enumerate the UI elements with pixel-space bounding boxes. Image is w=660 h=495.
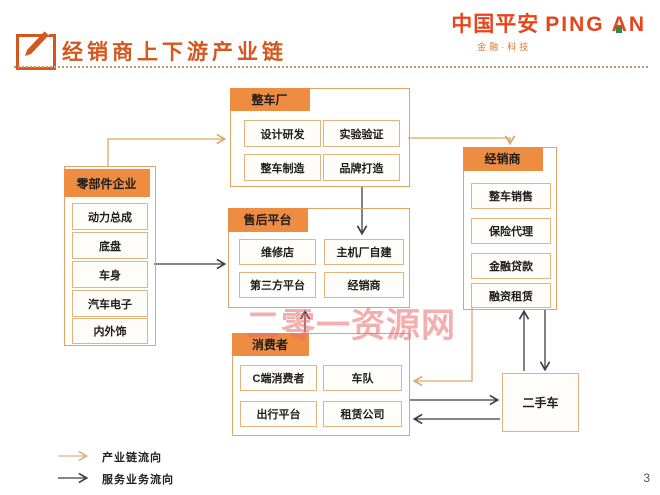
group-consumer: 消费者 C端消费者 车队 出行平台 租赁公司 xyxy=(231,332,410,436)
group-consumer-tab: 消费者 xyxy=(231,332,309,356)
item-parts-body: 车身 xyxy=(72,261,148,288)
item-oem-design: 设计研发 xyxy=(244,120,321,147)
flow-oem-to-dealer xyxy=(408,135,516,146)
group-aftersales-tab: 售后平台 xyxy=(227,207,308,232)
item-dealer-sales: 整车销售 xyxy=(471,183,551,209)
item-consumer-rental: 租赁公司 xyxy=(323,401,402,427)
header-divider xyxy=(14,66,648,68)
logo-green-accent xyxy=(616,27,622,33)
flow-parts-to-oem xyxy=(107,133,227,166)
group-aftersales: 售后平台 维修店 主机厂自建 第三方平台 经销商 xyxy=(227,207,410,308)
group-dealer-tab: 经销商 xyxy=(462,146,543,171)
logo-en-text: PING AN xyxy=(545,13,646,36)
used-car-box: 二手车 xyxy=(502,373,579,432)
item-dealer-leasing: 融资租赁 xyxy=(471,283,551,308)
item-aftersales-oembuilt: 主机厂自建 xyxy=(324,239,404,265)
item-oem-manufacture: 整车制造 xyxy=(244,154,321,181)
pencil-icon xyxy=(16,30,56,70)
legend-industry-label: 产业链流向 xyxy=(102,452,162,464)
pencil-icon-glyph xyxy=(25,30,50,56)
item-aftersales-thirdparty: 第三方平台 xyxy=(239,272,316,298)
group-parts: 零部件企业 动力总成 底盘 车身 汽车电子 内外饰 xyxy=(63,166,156,346)
group-oem-tab: 整车厂 xyxy=(229,87,310,111)
item-dealer-loan: 金融贷款 xyxy=(471,253,551,279)
item-oem-test: 实验验证 xyxy=(323,120,400,147)
item-aftersales-dealer: 经销商 xyxy=(324,272,404,298)
logo-subtitle: 金融·科技 xyxy=(477,42,532,52)
watermark: 二零一资源网 xyxy=(246,307,456,345)
item-parts-interior: 内外饰 xyxy=(72,318,148,344)
item-parts-powertrain: 动力总成 xyxy=(72,203,148,230)
item-parts-chassis: 底盘 xyxy=(72,232,148,259)
page-title: 经销商上下游产业链 xyxy=(62,41,287,64)
item-oem-brand: 品牌打造 xyxy=(323,154,400,181)
group-dealer: 经销商 整车销售 保险代理 金融贷款 融资租赁 xyxy=(462,146,557,310)
item-consumer-mobility: 出行平台 xyxy=(240,401,317,427)
page-number: 3 xyxy=(643,471,650,485)
logo-cn-text: 中国平安 xyxy=(451,13,540,36)
item-consumer-c-end: C端消费者 xyxy=(240,365,317,391)
item-aftersales-repairshop: 维修店 xyxy=(239,239,316,265)
item-consumer-fleet: 车队 xyxy=(323,365,402,391)
group-oem: 整车厂 设计研发 实验验证 整车制造 品牌打造 xyxy=(229,87,410,187)
item-dealer-insurance: 保险代理 xyxy=(471,218,551,244)
legend-service-label: 服务业务流向 xyxy=(102,474,174,486)
item-parts-electronics: 汽车电子 xyxy=(72,290,148,317)
group-parts-tab: 零部件企业 xyxy=(63,169,150,197)
